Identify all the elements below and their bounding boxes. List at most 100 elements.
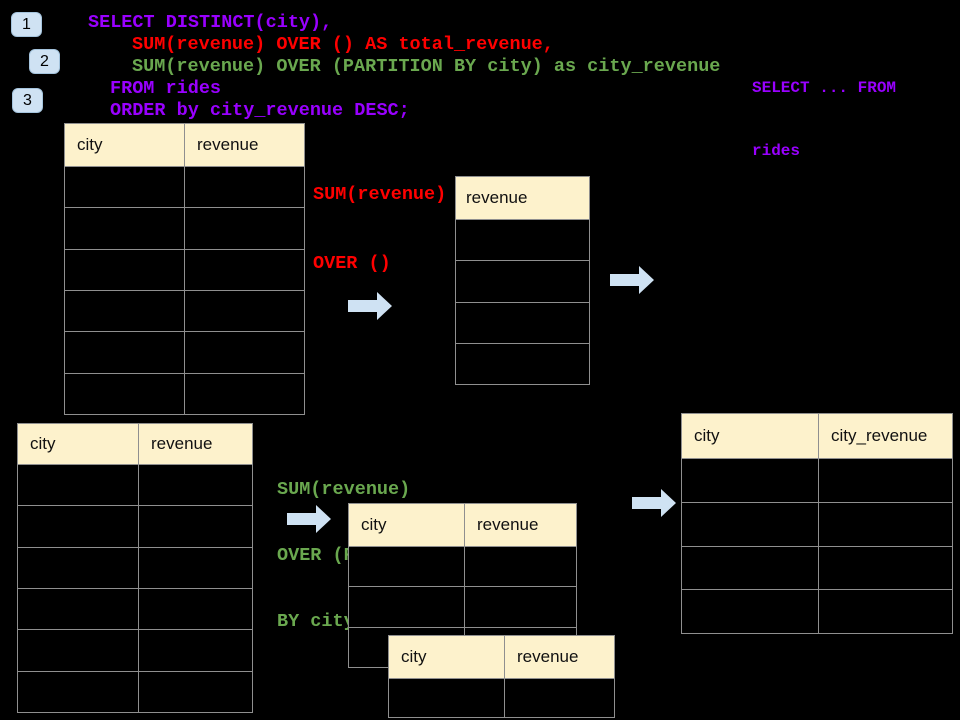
table-body	[18, 464, 252, 712]
side-note-line-1: SELECT ... FROM	[752, 79, 897, 97]
table-cell-empty	[456, 303, 589, 343]
table-row	[65, 331, 304, 373]
table-total-revenue-result: revenue	[455, 176, 590, 385]
table-cell-empty	[138, 506, 252, 547]
table-cell-empty	[682, 503, 818, 546]
table-row	[18, 670, 252, 712]
table-cell-empty	[818, 459, 952, 502]
table-cell-empty	[18, 672, 138, 712]
table-cell-empty	[349, 547, 464, 586]
column-header-city-revenue: city_revenue	[818, 414, 952, 458]
sql-line-select-distinct: SELECT DISTINCT(city),	[88, 12, 333, 33]
table-row	[456, 342, 589, 384]
table-row	[18, 505, 252, 547]
table-cell-empty	[138, 630, 252, 671]
sql-line-from: FROM rides	[110, 78, 222, 99]
table-row	[456, 260, 589, 301]
table-cell-empty	[682, 459, 818, 502]
label-sum-over-empty: SUM(revenue) OVER ()	[313, 137, 446, 321]
sql-line-order-by: ORDER by city_revenue DESC;	[110, 100, 410, 121]
label-sum-over-empty-line-1: SUM(revenue)	[313, 184, 447, 205]
step-badge-2: 2	[29, 49, 60, 74]
sql-line-sum-over-total: SUM(revenue) OVER () AS total_revenue,	[132, 34, 554, 55]
table-row	[456, 301, 589, 343]
table-row	[349, 586, 576, 627]
table-row	[18, 546, 252, 588]
label-sum-over-partition-line-1: SUM(revenue)	[277, 479, 411, 500]
table-header-row: city revenue	[389, 636, 614, 678]
table-row	[389, 678, 614, 717]
label-sum-over-empty-line-2: OVER ()	[313, 253, 391, 274]
arrow-right-icon	[348, 291, 393, 321]
column-header-city: city	[77, 135, 103, 154]
table-cell-empty	[65, 374, 184, 414]
table-source-rides-bottom: city revenue	[17, 423, 253, 713]
table-cell-empty	[138, 671, 252, 712]
table-partition-overlay: city revenue	[388, 635, 615, 718]
table-row	[18, 464, 252, 506]
table-header-row: revenue	[456, 177, 589, 219]
table-cell-empty	[18, 589, 138, 629]
table-cell-empty	[389, 679, 504, 717]
table-cell-empty	[682, 547, 818, 590]
table-cell-empty	[138, 588, 252, 630]
column-header-city: city	[30, 434, 56, 453]
table-row	[65, 207, 304, 249]
table-cell-empty	[138, 465, 252, 506]
table-final-result: city city_revenue	[681, 413, 953, 634]
table-row	[682, 458, 952, 502]
table-cell-empty	[184, 208, 304, 249]
arrow-right-icon	[287, 504, 332, 534]
column-header-revenue: revenue	[184, 124, 304, 166]
step-badge-3: 3	[12, 88, 43, 113]
column-header-city: city	[694, 426, 720, 445]
table-header-row: city revenue	[349, 504, 576, 546]
table-cell-empty	[682, 590, 818, 633]
table-cell-empty	[65, 291, 184, 331]
side-note-select-from-rides: SELECT ... FROM rides	[752, 36, 896, 204]
side-note-line-2: rides	[752, 142, 801, 160]
table-cell-empty	[818, 502, 952, 546]
column-header-revenue: revenue	[504, 636, 614, 678]
table-cell-empty	[818, 546, 952, 590]
table-cell-empty	[456, 344, 589, 384]
arrow-right-icon	[610, 265, 655, 295]
sql-line-sum-over-partition: SUM(revenue) OVER (PARTITION BY city) as…	[132, 56, 721, 77]
table-cell-empty	[18, 630, 138, 670]
table-cell-empty	[65, 250, 184, 290]
table-body	[389, 678, 614, 717]
table-header-row: city city_revenue	[682, 414, 952, 458]
table-cell-empty	[18, 506, 138, 546]
column-header-revenue: revenue	[138, 424, 252, 464]
table-cell-empty	[184, 290, 304, 332]
table-row	[682, 545, 952, 590]
table-cell-empty	[504, 679, 614, 717]
table-row	[18, 587, 252, 630]
table-header-row: city revenue	[18, 424, 252, 464]
table-cell-empty	[456, 220, 589, 260]
table-row	[65, 289, 304, 332]
step-badge-1: 1	[11, 12, 42, 37]
table-source-rides-top: city revenue	[64, 123, 305, 415]
table-cell-empty	[464, 587, 576, 627]
table-cell-empty	[349, 587, 464, 626]
column-header-revenue: revenue	[466, 188, 528, 207]
column-header-city: city	[361, 515, 387, 534]
table-row	[65, 248, 304, 290]
column-header-city: city	[401, 647, 427, 666]
table-cell-empty	[464, 547, 576, 587]
table-cell-empty	[456, 261, 589, 301]
table-cell-empty	[184, 167, 304, 208]
table-row	[682, 589, 952, 633]
column-header-revenue: revenue	[464, 504, 576, 546]
table-cell-empty	[18, 465, 138, 505]
table-cell-empty	[818, 590, 952, 633]
table-row	[18, 629, 252, 671]
table-body	[682, 458, 952, 633]
table-cell-empty	[18, 548, 138, 588]
table-cell-empty	[184, 332, 304, 373]
table-cell-empty	[65, 332, 184, 372]
table-row	[682, 501, 952, 546]
table-cell-empty	[138, 547, 252, 588]
